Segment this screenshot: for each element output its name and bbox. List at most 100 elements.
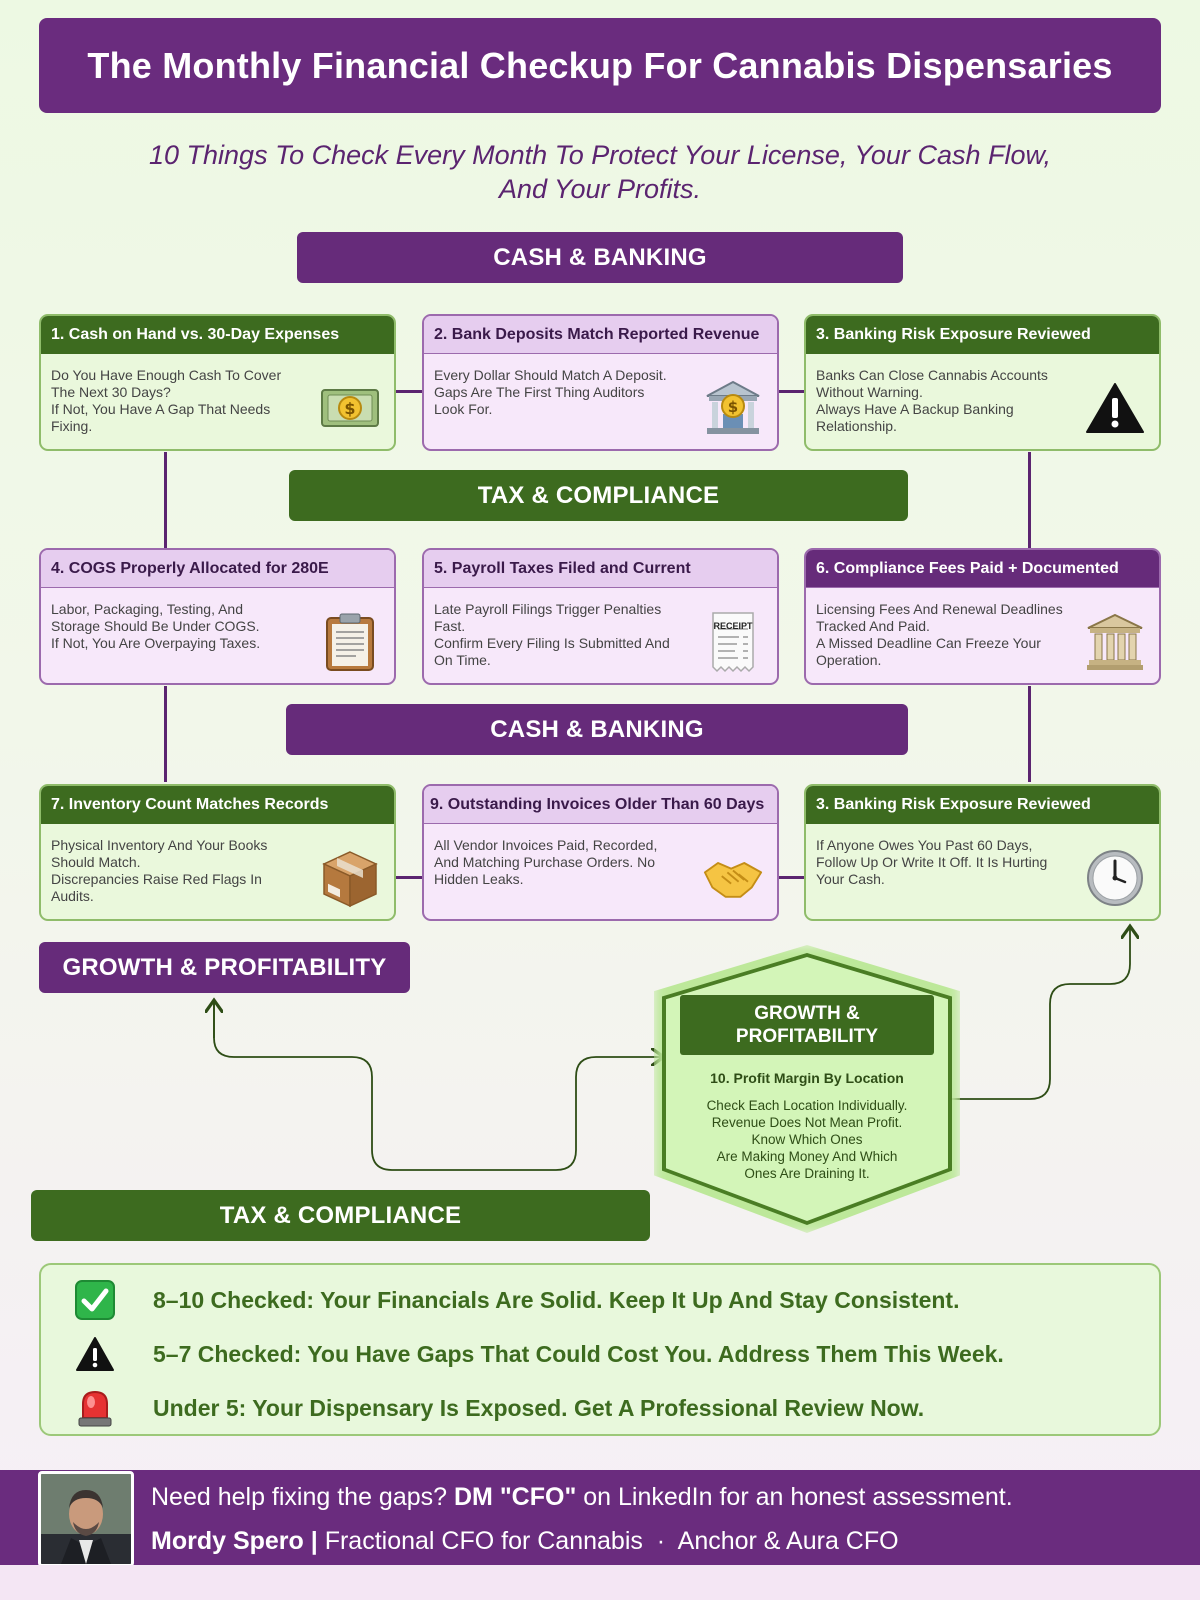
checklist-card-9: 9. Outstanding Invoices Older Than 60 Da…	[422, 784, 779, 921]
section-header-growth-profitability: GROWTH & PROFITABILITY	[39, 942, 410, 993]
card-line: Storage Should Be Under COGS.	[51, 618, 260, 634]
card-line: If Anyone Owes You Past 60 Days,	[816, 837, 1033, 853]
siren-icon	[73, 1386, 117, 1430]
clock-icon	[1085, 848, 1145, 908]
card-body: If Anyone Owes You Past 60 Days, Follow …	[816, 837, 1074, 888]
checklist-card-2: 2. Bank Deposits Match Reported Revenue …	[422, 314, 779, 451]
card-line: Labor, Packaging, Testing, And	[51, 601, 243, 617]
footer-cta-text: Need help fixing the gaps?	[151, 1483, 454, 1511]
card-line: Follow Up Or Write It Off. It Is Hurting	[816, 854, 1048, 870]
connector	[394, 390, 424, 393]
checklist-card-3: 3. Banking Risk Exposure Reviewed Banks …	[804, 314, 1161, 451]
card-line: Fast.	[434, 618, 466, 634]
footer-cta: Need help fixing the gaps? DM "CFO" on L…	[151, 1483, 1013, 1512]
author-role: Fractional CFO for Cannabis	[324, 1527, 643, 1555]
card-body: Labor, Packaging, Testing, And Storage S…	[51, 601, 309, 652]
card-line: The Next 30 Days?	[51, 384, 171, 400]
hexagon-title-line: PROFITABILITY	[735, 1026, 879, 1047]
footer-cta-text: on LinkedIn for an honest assessment.	[576, 1483, 1013, 1511]
card-line: Should Match.	[51, 854, 141, 870]
card-body: All Vendor Invoices Paid, Recorded, And …	[434, 837, 692, 888]
connector	[776, 390, 806, 393]
score-row: Under 5: Your Dispensary Is Exposed. Get…	[73, 1386, 924, 1430]
svg-text:$: $	[344, 399, 355, 418]
score-text: 8–10 Checked: Your Financials Are Solid.…	[153, 1286, 960, 1313]
card-body: Do You Have Enough Cash To Cover The Nex…	[51, 367, 309, 435]
title-banner: The Monthly Financial Checkup For Cannab…	[39, 18, 1161, 113]
section-header-tax-compliance: TAX & COMPLIANCE	[289, 470, 908, 521]
hexagon-line: Know Which Ones	[751, 1132, 863, 1147]
clipboard-icon	[320, 612, 380, 672]
card-line: A Missed Deadline Can Freeze Your	[816, 635, 1041, 651]
card-line: Every Dollar Should Match A Deposit.	[434, 367, 667, 383]
score-text: Under 5: Your Dispensary Is Exposed. Get…	[153, 1394, 925, 1421]
checklist-card-1: 1. Cash on Hand vs. 30-Day Expenses Do Y…	[39, 314, 396, 451]
hexagon-line: Are Making Money And Which	[716, 1149, 898, 1164]
section-header-tax-compliance: TAX & COMPLIANCE	[31, 1190, 650, 1241]
card-line: Audits.	[51, 888, 94, 904]
separator: |	[310, 1527, 318, 1555]
card-line: Your Cash.	[816, 871, 885, 887]
checklist-card-6: 6. Compliance Fees Paid + Documented Lic…	[804, 548, 1161, 685]
card-line: Gaps Are The First Thing Auditors	[434, 384, 645, 400]
section-label: GROWTH & PROFITABILITY	[62, 953, 387, 981]
score-summary: 8–10 Checked: Your Financials Are Solid.…	[39, 1263, 1161, 1436]
card-line: Without Warning.	[816, 384, 923, 400]
connector	[164, 686, 167, 782]
card-line: Fixing.	[51, 418, 93, 434]
section-label: CASH & BANKING	[493, 243, 707, 271]
receipt-label: RECEIPT	[713, 621, 753, 631]
company-name: Anchor & Aura CFO	[677, 1527, 899, 1555]
card-line: Licensing Fees And Renewal Deadlines	[816, 601, 1063, 617]
check-icon	[73, 1278, 117, 1322]
score-row: 5–7 Checked: You Have Gaps That Could Co…	[73, 1332, 1004, 1376]
card-line: If Not, You Have A Gap That Needs	[51, 401, 271, 417]
subtitle-line-1: 10 Things To Check Every Month To Protec…	[149, 140, 1051, 170]
section-label: CASH & BANKING	[490, 715, 704, 743]
receipt-icon: RECEIPT	[703, 612, 763, 673]
card-line: Hidden Leaks.	[434, 871, 524, 887]
hexagon-title-line: GROWTH &	[754, 1003, 860, 1024]
card-title: 3. Banking Risk Exposure Reviewed	[806, 786, 1159, 824]
card-line: Always Have A Backup Banking	[816, 401, 1014, 417]
avatar	[38, 1471, 134, 1567]
card-line: All Vendor Invoices Paid, Recorded,	[434, 837, 658, 853]
warning-icon	[73, 1332, 117, 1376]
card-body: Licensing Fees And Renewal Deadlines Tra…	[816, 601, 1074, 669]
score-text: 5–7 Checked: You Have Gaps That Could Co…	[153, 1340, 1004, 1367]
connector	[776, 876, 806, 879]
connector	[394, 876, 424, 879]
card-body: Every Dollar Should Match A Deposit. Gap…	[434, 367, 692, 418]
section-header-cash-banking: CASH & BANKING	[297, 232, 903, 283]
card-line: Tracked And Paid.	[816, 618, 930, 634]
card-line: Look For.	[434, 401, 493, 417]
svg-text:$: $	[728, 398, 738, 416]
checklist-card-5: 5. Payroll Taxes Filed and Current Late …	[422, 548, 779, 685]
card-title: 6. Compliance Fees Paid + Documented	[806, 550, 1159, 588]
card-title: 3. Banking Risk Exposure Reviewed	[806, 316, 1159, 354]
checklist-card-7: 7. Inventory Count Matches Records Physi…	[39, 784, 396, 921]
section-header-cash-banking: CASH & BANKING	[286, 704, 908, 755]
courthouse-icon	[1085, 612, 1145, 672]
card-body: Physical Inventory And Your Books Should…	[51, 837, 309, 905]
checklist-card-4: 4. COGS Properly Allocated for 280E Labo…	[39, 548, 396, 685]
footer-strip	[0, 1565, 1200, 1600]
bank-icon: $	[703, 378, 763, 438]
handshake-icon	[703, 848, 763, 908]
footer-cta-bold: DM "CFO"	[454, 1483, 577, 1511]
score-row: 8–10 Checked: Your Financials Are Solid.…	[73, 1278, 959, 1322]
card-line: Relationship.	[816, 418, 897, 434]
card-title: 1. Cash on Hand vs. 30-Day Expenses	[41, 316, 394, 354]
subtitle-line-2: And Your Profits.	[498, 174, 702, 204]
author-name: Mordy Spero	[151, 1527, 304, 1555]
subtitle: 10 Things To Check Every Month To Protec…	[60, 138, 1140, 206]
card-line: On Time.	[434, 652, 491, 668]
hexagon-subtitle: 10. Profit Margin By Location	[710, 1070, 904, 1086]
page-title: The Monthly Financial Checkup For Cannab…	[87, 44, 1113, 86]
card-line: And Matching Purchase Orders. No	[434, 854, 655, 870]
hexagon-line: Revenue Does Not Mean Profit.	[711, 1115, 903, 1130]
section-label: TAX & COMPLIANCE	[477, 481, 720, 509]
card-title: 2. Bank Deposits Match Reported Revenue	[424, 316, 777, 354]
card-body: Late Payroll Filings Trigger Penalties F…	[434, 601, 692, 669]
connector	[1028, 686, 1031, 782]
